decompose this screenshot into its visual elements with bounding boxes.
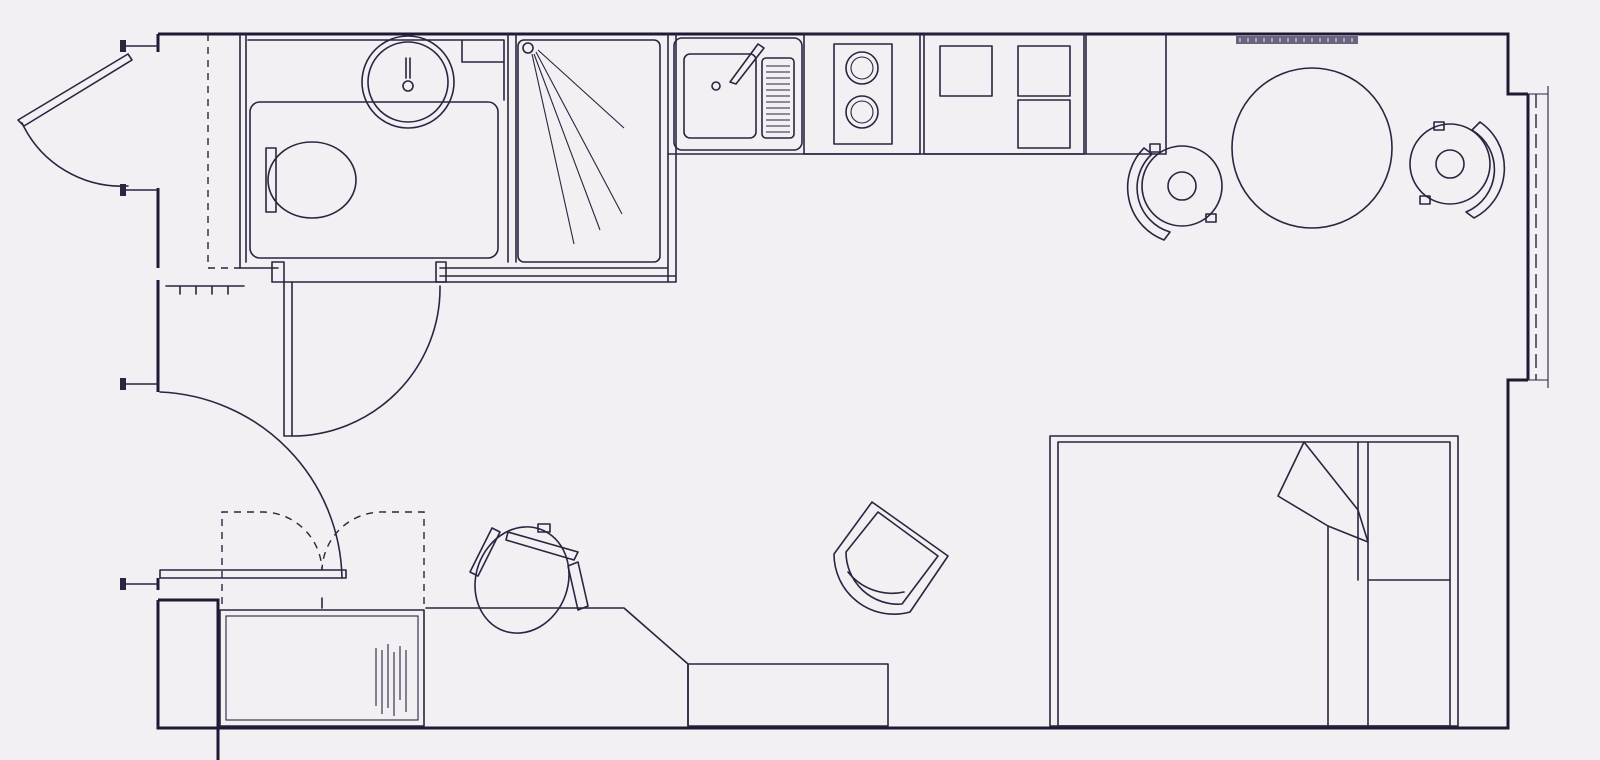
dining-chair-left	[1126, 143, 1223, 241]
kitchen-sink	[673, 37, 803, 151]
dining-table	[1231, 67, 1393, 229]
cooktop	[803, 33, 921, 155]
entry-door	[17, 53, 133, 187]
main-door	[159, 391, 347, 579]
bathroom	[165, 33, 677, 437]
exterior-walls	[120, 32, 1528, 730]
armchair	[833, 501, 949, 615]
kitchen-counter	[667, 33, 1167, 155]
washbasin	[361, 35, 455, 129]
shower	[507, 33, 661, 263]
window	[1526, 86, 1549, 388]
radiator	[1236, 36, 1358, 44]
dining-chair-right	[1409, 121, 1506, 219]
desk	[425, 607, 889, 727]
toilet	[265, 141, 357, 219]
desk-chair	[469, 523, 589, 634]
bed	[1049, 435, 1459, 727]
cabinets	[923, 33, 1085, 155]
bathroom-door	[271, 261, 447, 437]
wardrobe	[158, 511, 425, 760]
